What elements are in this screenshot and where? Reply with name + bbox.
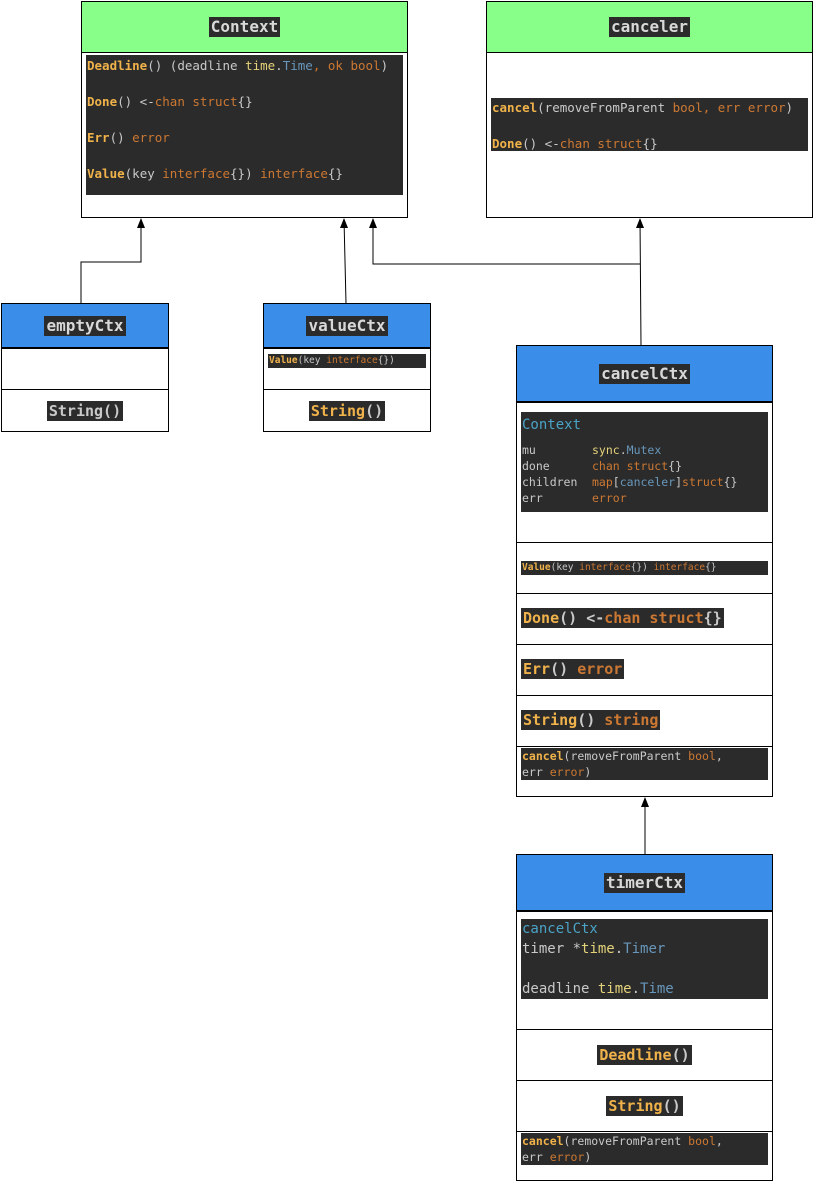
cancelctx-cancel-section: cancel(removeFromParent bool, err error) [517, 746, 772, 797]
cancelctx-done-method: Done() <-chan struct{} [521, 608, 724, 628]
valuectx-string-method: String() [308, 401, 386, 421]
canceler-title: canceler [608, 17, 691, 37]
cancelctx-err-method: Err() error [521, 659, 625, 679]
cancelctx-title: cancelCtx [599, 363, 690, 384]
timerctx-field-deadline: deadline time.Time [522, 981, 674, 997]
cancelctx-done-section: Done() <-chan struct{} [517, 593, 772, 644]
cancelctx-value-section: Value(key interface{}) interface{} [517, 542, 772, 593]
timerctx-string-section: String() [517, 1080, 772, 1131]
canceler-methods: cancel(removeFromParent bool, err error)… [491, 98, 808, 151]
context-methods: Deadline() (deadline time.Time, ok bool)… [86, 55, 403, 195]
timerctx-header: timerCtx [517, 855, 772, 911]
canceler-done-line: Done() <-chan struct{} [492, 136, 658, 151]
valuectx-header: valueCtx [264, 304, 430, 348]
valuectx-value-field: Value(key interface{}) [268, 354, 426, 368]
timerctx-deadline-section: Deadline() [517, 1029, 772, 1080]
emptyctx-header: emptyCtx [2, 304, 168, 348]
arrow-valuectx-to-context [343, 218, 347, 304]
emptyctx-title: emptyCtx [44, 315, 126, 336]
cancelctx-cancel-method: cancel(removeFromParent bool, err error) [521, 748, 768, 780]
canceler-interface-box: canceler cancel(removeFromParent bool, e… [486, 1, 813, 218]
timerctx-title: timerCtx [603, 872, 686, 893]
timerctx-embedded-cancelctx: cancelCtx [522, 921, 598, 937]
valuectx-fields: Value(key interface{}) [264, 348, 430, 389]
context-interface-box: Context Deadline() (deadline time.Time, … [81, 1, 408, 218]
timerctx-string-method: String() [606, 1096, 683, 1116]
context-title: Context [208, 17, 281, 37]
emptyctx-fields [2, 348, 168, 389]
context-deadline-line: Deadline() (deadline time.Time, ok bool) [87, 58, 389, 73]
emptyctx-struct-box: emptyCtx String() [1, 303, 169, 432]
timerctx-field-timer: timer *time.Timer [522, 941, 666, 957]
valuectx-struct-box: valueCtx Value(key interface{}) String() [263, 303, 431, 432]
cancelctx-value-method: Value(key interface{}) interface{} [521, 561, 768, 575]
cancelctx-header: cancelCtx [517, 346, 772, 402]
canceler-header: canceler [487, 2, 812, 53]
emptyctx-string-method: String() [46, 401, 124, 421]
timerctx-fields: cancelCtx timer *time.Timer deadline tim… [517, 911, 772, 1029]
timerctx-struct-box: timerCtx cancelCtx timer *time.Timer dea… [516, 854, 773, 1181]
emptyctx-methods: String() [2, 389, 168, 432]
valuectx-title: valueCtx [306, 315, 388, 336]
context-err-line: Err() error [87, 130, 170, 145]
timerctx-fields-code: cancelCtx timer *time.Timer deadline tim… [521, 919, 768, 999]
cancelctx-string-method: String() string [521, 710, 661, 730]
timerctx-cancel-section: cancel(removeFromParent bool, err error) [517, 1131, 772, 1181]
timerctx-cancel-method: cancel(removeFromParent bool, err error) [521, 1133, 768, 1165]
valuectx-methods: String() [264, 389, 430, 432]
cancelctx-string-section: String() string [517, 695, 772, 746]
context-header: Context [82, 2, 407, 53]
arrow-cancelctx-to-context [372, 219, 640, 265]
context-value-line: Value(key interface{}) interface{} [87, 166, 343, 181]
timerctx-deadline-method: Deadline() [597, 1045, 692, 1065]
cancelctx-err-section: Err() error [517, 644, 772, 695]
cancelctx-embedded-context: Context [522, 417, 582, 433]
canceler-cancel-line: cancel(removeFromParent bool, err error) [492, 100, 794, 115]
arrow-cancelctx-to-canceler [639, 218, 642, 346]
arrow-emptyctx-to-context [80, 219, 142, 303]
context-done-line: Done() <-chan struct{} [87, 94, 253, 109]
